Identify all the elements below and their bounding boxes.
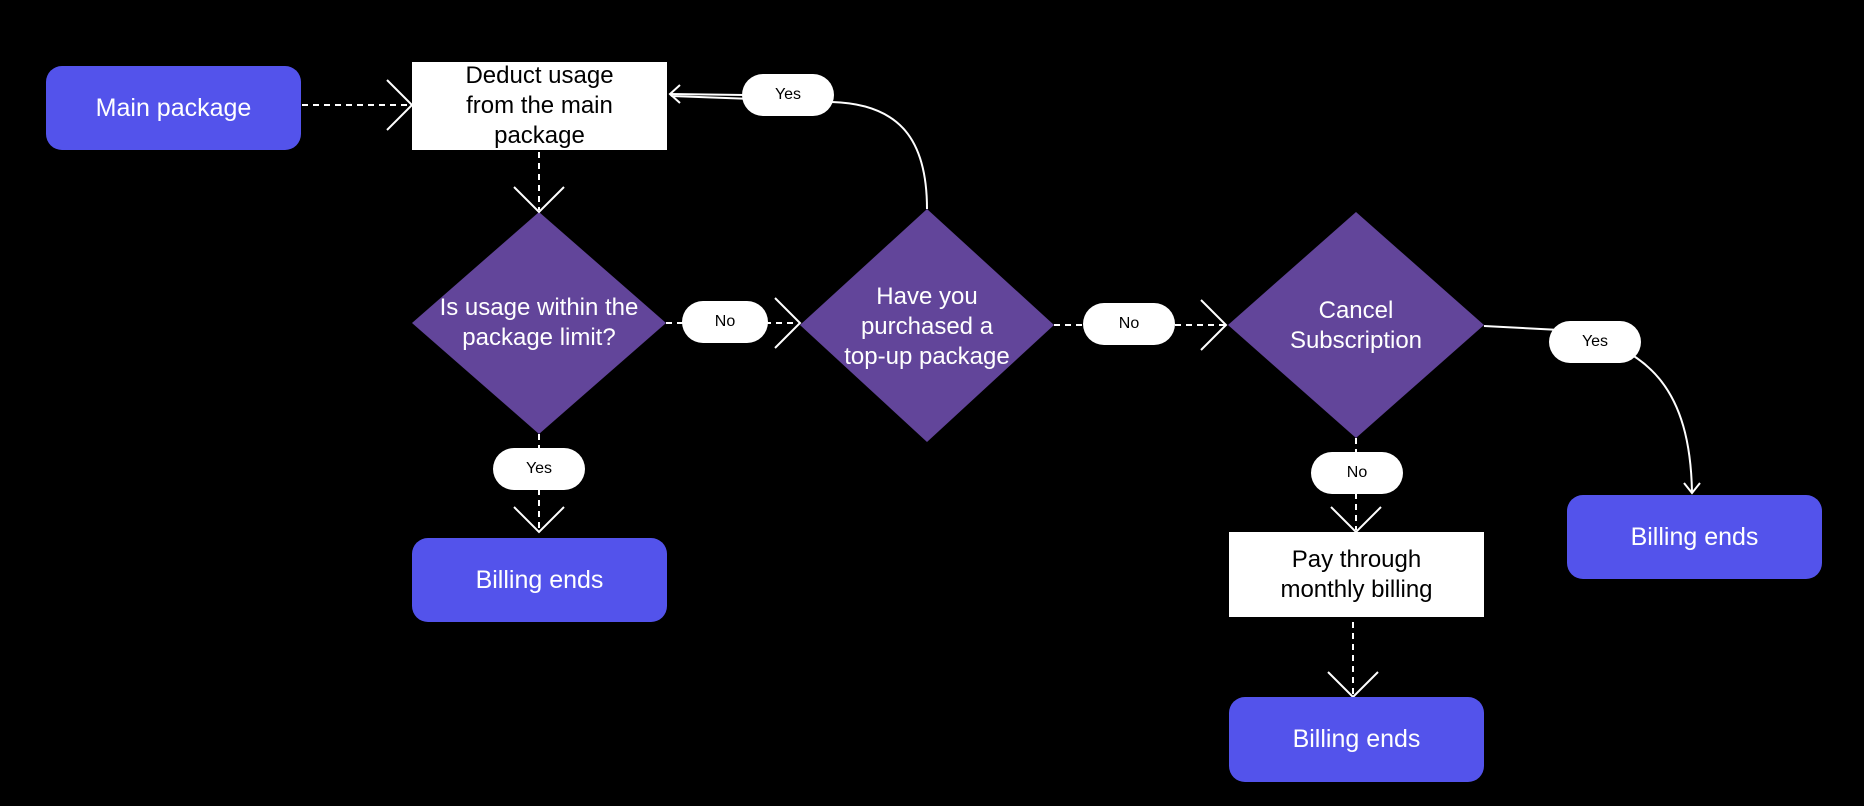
arrowhead-limit-to-topup bbox=[774, 297, 802, 349]
arrowhead-deduct-to-limit bbox=[513, 186, 565, 214]
arrowhead-topup-to-cancel bbox=[1200, 299, 1228, 351]
decision-diamond-usage-limit bbox=[412, 212, 666, 434]
pay-monthly-label: Pay through monthly billing bbox=[1280, 545, 1433, 603]
edge-label-cancel-yes: Yes bbox=[1549, 321, 1641, 363]
decision-diamond-cancel bbox=[1228, 212, 1484, 438]
edge-label-topup-no: No bbox=[1083, 303, 1175, 345]
edge-label-limit-no: No bbox=[682, 301, 768, 343]
main-package-label: Main package bbox=[95, 93, 252, 122]
arrowhead-topup-to-deduct bbox=[668, 84, 681, 104]
arrowhead-limit-to-billing bbox=[513, 506, 565, 534]
cancel-subscription-question: Cancel Subscription bbox=[1289, 297, 1423, 354]
billing-ends-node-3: Billing ends bbox=[1567, 495, 1822, 579]
billing-ends-node-1: Billing ends bbox=[412, 538, 667, 622]
pay-monthly-node: Pay through monthly billing bbox=[1229, 532, 1484, 617]
billing-ends-node-2: Billing ends bbox=[1229, 697, 1484, 782]
main-package-node: Main package bbox=[46, 66, 301, 150]
edge-label-cancel-no: No bbox=[1311, 452, 1403, 494]
deduct-usage-label: Deduct usage from the main package bbox=[465, 62, 614, 149]
billing-ends-label-2: Billing ends bbox=[1292, 725, 1421, 753]
arrowhead-cancel-to-billing-right bbox=[1683, 482, 1701, 495]
billing-ends-label-1: Billing ends bbox=[475, 565, 604, 594]
edge-label-limit-yes: Yes bbox=[493, 448, 585, 490]
usage-limit-question: Is usage within the package limit? bbox=[439, 294, 639, 351]
decision-diamond-topup bbox=[800, 209, 1054, 442]
billing-ends-label-3: Billing ends bbox=[1630, 522, 1759, 551]
topup-question: Have you purchased a top-up package bbox=[844, 283, 1010, 370]
deduct-usage-node: Deduct usage from the main package bbox=[412, 62, 667, 150]
edge-label-topup-yes: Yes bbox=[742, 74, 834, 116]
edge-topup-yes-tail bbox=[669, 93, 745, 96]
